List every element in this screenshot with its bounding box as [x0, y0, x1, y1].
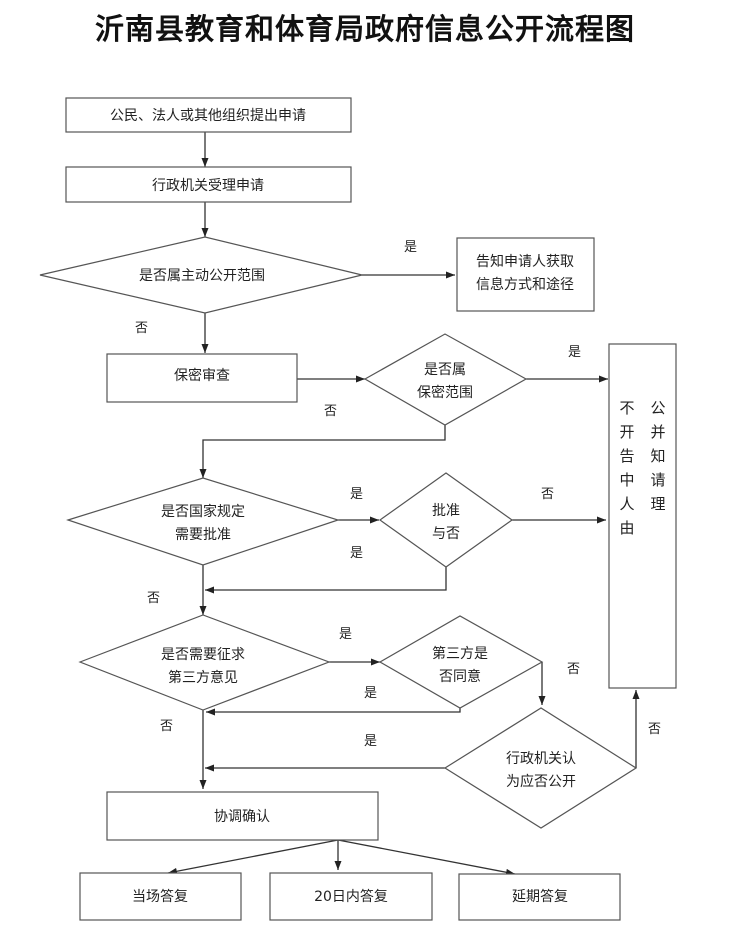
label-yes-decide: 是: [364, 734, 377, 749]
decision-active-scope: 是否属主动公开范围: [39, 236, 363, 314]
node-coordinate-text: 协调确认: [214, 809, 270, 825]
svg-text:告: 告: [619, 447, 634, 465]
node-reply-20-text: 20日内答复: [314, 888, 388, 905]
decision-secret-scope: 是否属 保密范围: [363, 333, 528, 426]
svg-text:不: 不: [619, 399, 634, 417]
decision-approve-line1: 批准: [432, 503, 460, 519]
node-reply-20: 20日内答复: [269, 872, 433, 921]
node-accept-text: 行政机关受理申请: [152, 178, 264, 194]
label-no-scope: 否: [135, 321, 148, 336]
svg-text:并: 并: [650, 423, 665, 441]
svg-text:请: 请: [650, 471, 665, 489]
arrow-approve-yes: [205, 567, 447, 594]
label-no-approve: 否: [541, 487, 554, 502]
node-apply: 公民、法人或其他组织提出申请: [65, 97, 352, 133]
node-reply-delay: 延期答复: [458, 873, 621, 921]
not-public-col1: 不 开 告 中 人 由: [619, 399, 634, 537]
node-apply-text: 公民、法人或其他组织提出申请: [110, 108, 306, 124]
decision-approve-line2: 与否: [432, 526, 460, 542]
label-no-secret: 否: [324, 404, 337, 419]
decision-third-party-needed-line1: 是否需要征求: [161, 647, 245, 663]
not-public-col2: 公 并 知 请 理: [650, 399, 665, 513]
node-reply-now-text: 当场答复: [132, 888, 188, 905]
svg-text:由: 由: [619, 519, 634, 537]
label-yes-secret: 是: [568, 345, 581, 360]
arrow-coord-to-delay: [337, 839, 516, 876]
node-reply-now: 当场答复: [79, 872, 242, 921]
decision-third-party-agree-line1: 第三方是: [432, 645, 488, 662]
node-notify-way-line2: 信息方式和途径: [476, 276, 574, 293]
decision-approval-needed: 是否国家规定 需要批准: [66, 477, 340, 566]
svg-text:人: 人: [619, 495, 634, 513]
label-no-third-agree: 否: [567, 662, 580, 677]
svg-text:公: 公: [650, 399, 665, 417]
decision-approval-needed-line1: 是否国家规定: [161, 503, 245, 520]
decision-approve: 批准 与否: [378, 472, 514, 568]
label-yes-approve: 是: [350, 546, 363, 561]
decision-approval-needed-line2: 需要批准: [175, 527, 231, 543]
edge-labels: 是 否 是 否 是 否 是 否 是 否 是 否 是 否: [135, 240, 661, 749]
svg-text:开: 开: [619, 423, 634, 441]
label-yes-scope: 是: [404, 240, 417, 255]
decision-secret-scope-line2: 保密范围: [417, 384, 473, 401]
connectors: [167, 132, 640, 876]
node-not-public: 不 开 告 中 人 由 公 并 知 请 理: [608, 343, 677, 689]
decision-agency-decide-line1: 行政机关认: [506, 751, 576, 767]
decision-third-party-agree-line2: 否同意: [439, 668, 481, 685]
decision-agency-decide-line2: 为应否公开: [506, 773, 576, 790]
arrow-coord-to-now: [167, 839, 339, 875]
node-secrecy-review-text: 保密审查: [174, 367, 230, 384]
arrow-secret-no: [199, 425, 446, 478]
label-yes-third-agree: 是: [364, 686, 377, 701]
node-secrecy-review: 保密审查: [106, 353, 298, 403]
arrow-third-agree-yes: [206, 708, 461, 716]
label-no-third: 否: [160, 719, 173, 734]
label-yes-third: 是: [339, 627, 352, 642]
node-notify-way-line1: 告知申请人获取: [476, 253, 574, 270]
decision-secret-scope-line1: 是否属: [424, 362, 466, 378]
node-notify-way: 告知申请人获取 信息方式和途径: [456, 237, 595, 312]
decision-third-party-needed-line2: 第三方意见: [168, 669, 238, 686]
node-coordinate: 协调确认: [106, 791, 379, 841]
label-no-approval: 否: [147, 591, 160, 606]
page-title: 沂南县教育和体育局政府信息公开流程图: [94, 12, 635, 46]
decision-third-party-needed: 是否需要征求 第三方意见: [78, 614, 331, 711]
node-reply-delay-text: 延期答复: [512, 888, 568, 905]
node-accept: 行政机关受理申请: [65, 166, 352, 203]
decision-third-party-agree: 第三方是 否同意: [378, 615, 544, 709]
label-yes-approval: 是: [350, 487, 363, 502]
decision-agency-decide: 行政机关认 为应否公开: [443, 707, 638, 829]
svg-text:知: 知: [650, 447, 665, 465]
label-no-decide: 否: [648, 722, 661, 737]
svg-text:中: 中: [619, 471, 634, 489]
svg-text:理: 理: [650, 495, 665, 513]
decision-active-scope-text: 是否属主动公开范围: [139, 267, 265, 284]
